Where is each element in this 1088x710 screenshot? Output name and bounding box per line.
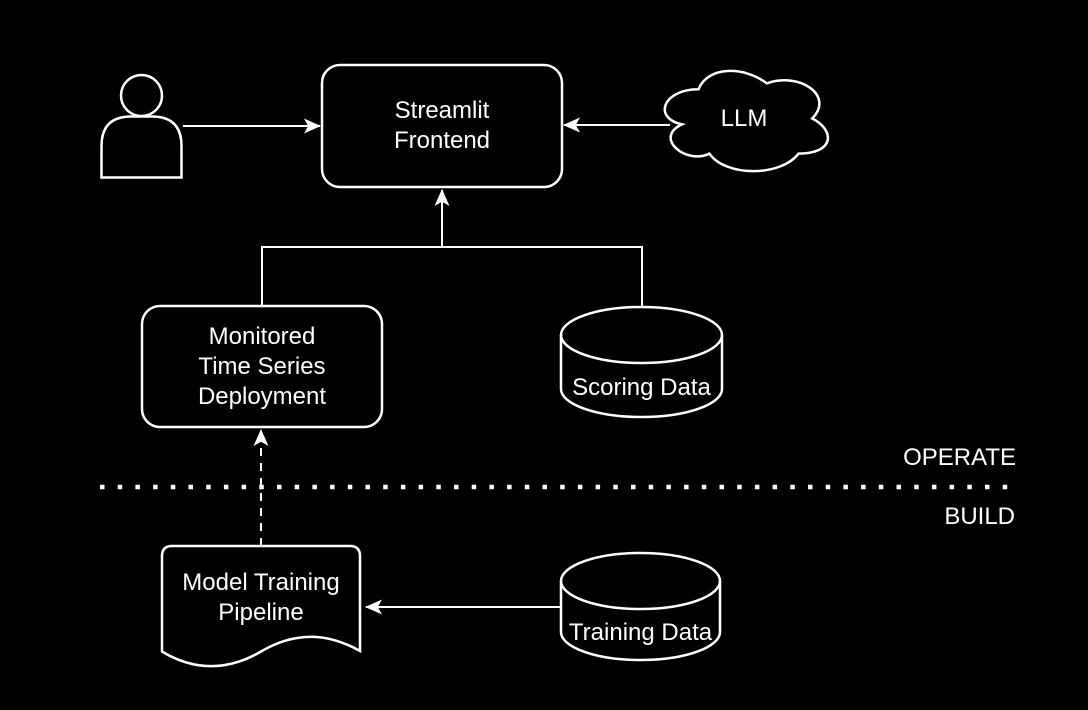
llm-label: LLM bbox=[720, 104, 768, 132]
user-head-shape bbox=[119, 73, 164, 118]
user-icon bbox=[100, 73, 183, 179]
training-data-cylinder bbox=[559, 551, 722, 662]
training-data-label: Training Data bbox=[568, 619, 713, 646]
scoring-data-label: Scoring Data bbox=[572, 374, 711, 401]
connector-tree-branches bbox=[261, 246, 643, 308]
monitored-deployment-box bbox=[140, 304, 384, 429]
model-training-pipeline-label: Model Training Pipeline bbox=[182, 569, 340, 626]
user-body-shape bbox=[100, 115, 183, 179]
cylinder-rim bbox=[559, 580, 722, 611]
scoring-data-cylinder bbox=[559, 305, 724, 419]
llm-cloud-shape bbox=[663, 69, 830, 173]
cylinder-shape bbox=[559, 551, 722, 662]
operate-zone-label: OPERATE bbox=[903, 444, 1016, 471]
build-zone-label: BUILD bbox=[944, 503, 1015, 530]
streamlit-frontend-box bbox=[320, 63, 564, 189]
cylinder-rim bbox=[559, 334, 724, 365]
monitored-deployment-label: Monitored Time Series Deployment bbox=[197, 322, 327, 410]
model-training-document-shape bbox=[160, 544, 362, 668]
streamlit-frontend-label: Streamlit Frontend bbox=[393, 97, 491, 154]
